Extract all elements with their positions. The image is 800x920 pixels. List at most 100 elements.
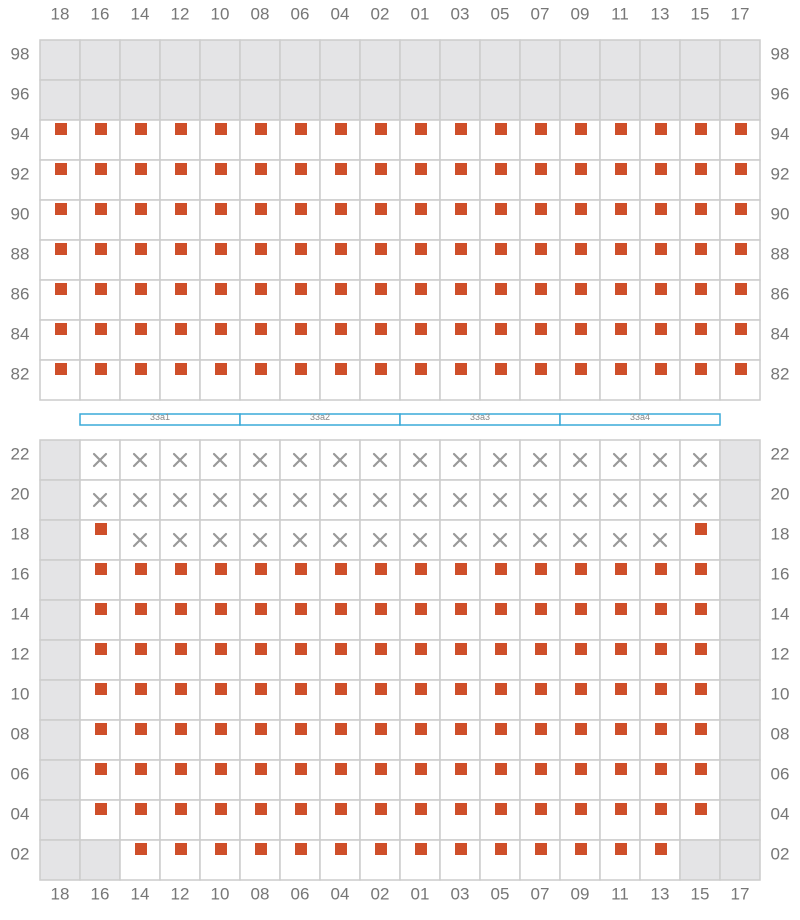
seat-marker[interactable] [615,203,627,215]
seat-marker[interactable] [655,843,667,855]
seat-marker[interactable] [415,603,427,615]
seat-marker[interactable] [415,323,427,335]
seat-marker[interactable] [575,243,587,255]
seat-marker[interactable] [295,203,307,215]
seat-marker[interactable] [95,243,107,255]
seat-marker[interactable] [135,563,147,575]
seat-marker[interactable] [695,283,707,295]
seat-marker[interactable] [695,603,707,615]
seat-marker[interactable] [135,723,147,735]
seat-marker[interactable] [175,603,187,615]
seat-marker[interactable] [575,803,587,815]
seat-marker[interactable] [455,203,467,215]
seat-marker[interactable] [55,363,67,375]
seat-marker[interactable] [575,203,587,215]
seat-marker[interactable] [55,203,67,215]
seat-marker[interactable] [655,763,667,775]
seat-marker[interactable] [535,683,547,695]
seat-marker[interactable] [255,283,267,295]
seat-marker[interactable] [135,763,147,775]
seat-marker[interactable] [95,723,107,735]
seat-marker[interactable] [455,723,467,735]
seat-marker[interactable] [535,243,547,255]
seat-marker[interactable] [455,283,467,295]
seat-marker[interactable] [415,163,427,175]
seat-marker[interactable] [455,763,467,775]
seat-marker[interactable] [295,683,307,695]
seat-marker[interactable] [135,163,147,175]
seat-marker[interactable] [135,363,147,375]
seat-marker[interactable] [95,203,107,215]
seat-marker[interactable] [295,803,307,815]
seat-marker[interactable] [415,803,427,815]
seat-marker[interactable] [215,203,227,215]
seat-marker[interactable] [655,603,667,615]
seat-marker[interactable] [735,323,747,335]
seat-marker[interactable] [495,683,507,695]
seat-marker[interactable] [255,563,267,575]
seat-marker[interactable] [495,203,507,215]
seat-marker[interactable] [95,563,107,575]
seat-marker[interactable] [175,323,187,335]
seat-marker[interactable] [335,643,347,655]
seat-marker[interactable] [655,163,667,175]
seat-marker[interactable] [655,683,667,695]
seat-marker[interactable] [95,603,107,615]
seat-marker[interactable] [175,203,187,215]
seat-marker[interactable] [95,523,107,535]
seat-marker[interactable] [415,563,427,575]
seat-marker[interactable] [615,283,627,295]
seat-marker[interactable] [655,803,667,815]
seat-marker[interactable] [455,363,467,375]
seat-marker[interactable] [455,563,467,575]
seat-marker[interactable] [135,683,147,695]
seat-marker[interactable] [455,323,467,335]
seat-marker[interactable] [335,203,347,215]
seat-marker[interactable] [175,763,187,775]
seat-marker[interactable] [55,123,67,135]
seat-marker[interactable] [335,163,347,175]
seat-marker[interactable] [495,603,507,615]
seat-marker[interactable] [335,243,347,255]
seat-marker[interactable] [415,683,427,695]
seat-marker[interactable] [535,203,547,215]
seat-marker[interactable] [295,123,307,135]
seat-marker[interactable] [615,563,627,575]
seat-marker[interactable] [535,323,547,335]
seat-marker[interactable] [695,563,707,575]
seat-marker[interactable] [695,323,707,335]
seat-marker[interactable] [455,603,467,615]
seat-marker[interactable] [295,643,307,655]
seat-marker[interactable] [415,723,427,735]
seat-marker[interactable] [735,243,747,255]
seat-marker[interactable] [175,363,187,375]
seat-marker[interactable] [215,123,227,135]
seat-marker[interactable] [735,283,747,295]
seat-marker[interactable] [255,163,267,175]
seat-marker[interactable] [495,723,507,735]
seat-marker[interactable] [495,283,507,295]
seat-marker[interactable] [455,803,467,815]
seat-marker[interactable] [655,203,667,215]
seat-marker[interactable] [575,683,587,695]
seat-marker[interactable] [695,203,707,215]
seat-marker[interactable] [495,643,507,655]
seat-marker[interactable] [335,683,347,695]
seat-marker[interactable] [415,123,427,135]
seat-marker[interactable] [655,643,667,655]
seat-marker[interactable] [615,723,627,735]
seat-marker[interactable] [735,203,747,215]
seat-marker[interactable] [615,843,627,855]
seat-marker[interactable] [535,123,547,135]
seat-marker[interactable] [375,723,387,735]
seat-marker[interactable] [175,163,187,175]
seat-marker[interactable] [215,723,227,735]
seat-marker[interactable] [415,843,427,855]
seat-marker[interactable] [375,643,387,655]
seat-marker[interactable] [55,163,67,175]
seat-marker[interactable] [135,603,147,615]
seat-marker[interactable] [535,283,547,295]
seat-marker[interactable] [175,723,187,735]
seat-marker[interactable] [295,323,307,335]
seat-marker[interactable] [615,243,627,255]
